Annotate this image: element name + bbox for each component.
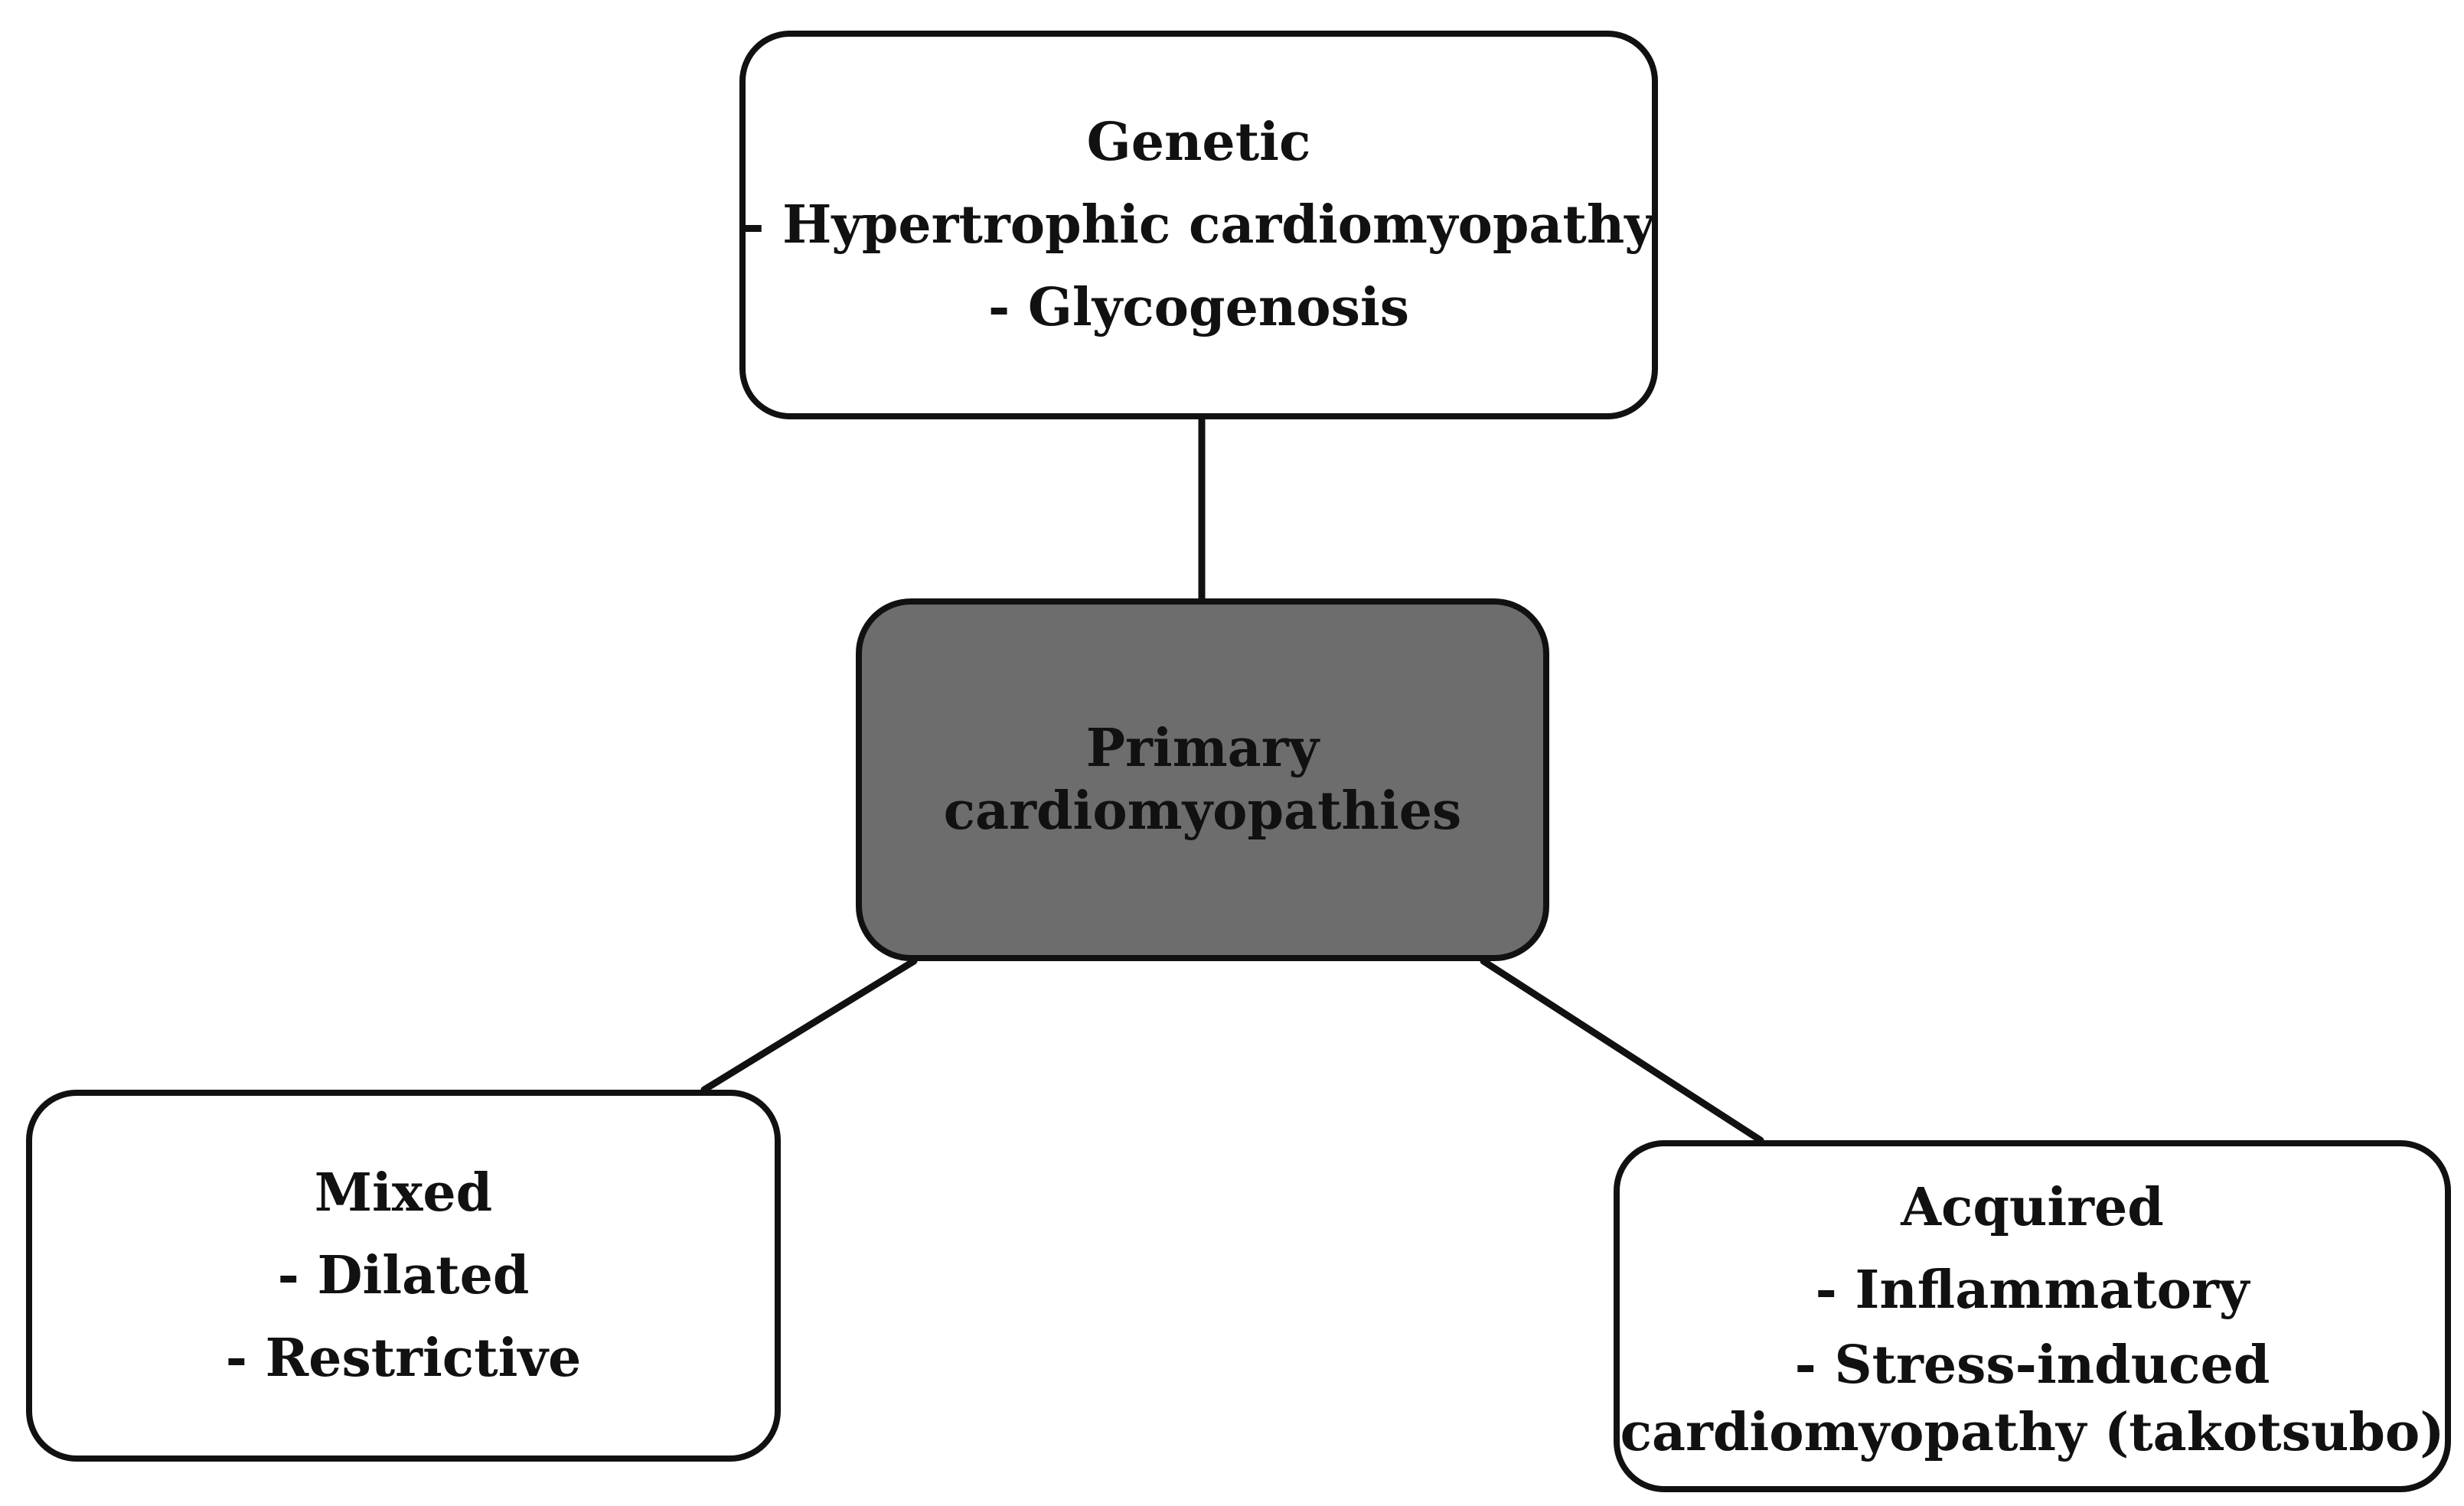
- mixed-box: Mixed - Dilated - Restrictive: [26, 1090, 781, 1462]
- genetic-item-glycogenosis: - Glycogenosis: [987, 277, 1410, 338]
- primary-cardiomyopathies-box: Primary cardiomyopathies: [856, 598, 1549, 961]
- acquired-item-stress-induced: - Stress-induced: [1794, 1335, 2270, 1396]
- mixed-item-restrictive: - Restrictive: [225, 1328, 582, 1389]
- acquired-item-takotsubo: cardiomyopathy (takotsubo): [1620, 1402, 2445, 1463]
- mixed-title: Mixed: [314, 1162, 493, 1224]
- connector-primary-acquired: [1480, 957, 1764, 1144]
- mixed-item-dilated: - Dilated: [277, 1245, 530, 1306]
- acquired-title: Acquired: [1901, 1177, 2164, 1238]
- primary-title-line-1: Primary: [1085, 718, 1320, 779]
- genetic-box: Genetic - Hypertrophic cardiomyopathy - …: [739, 31, 1658, 419]
- acquired-box: Acquired - Inflammatory - Stress-induced…: [1614, 1140, 2451, 1492]
- acquired-item-inflammatory: - Inflammatory: [1815, 1260, 2250, 1321]
- connector-primary-mixed: [700, 957, 918, 1094]
- primary-title-line-2: cardiomyopathies: [943, 781, 1462, 842]
- genetic-item-hypertrophic: - Hypertrophic cardiomyopathy: [742, 194, 1655, 256]
- genetic-title: Genetic: [1086, 112, 1311, 173]
